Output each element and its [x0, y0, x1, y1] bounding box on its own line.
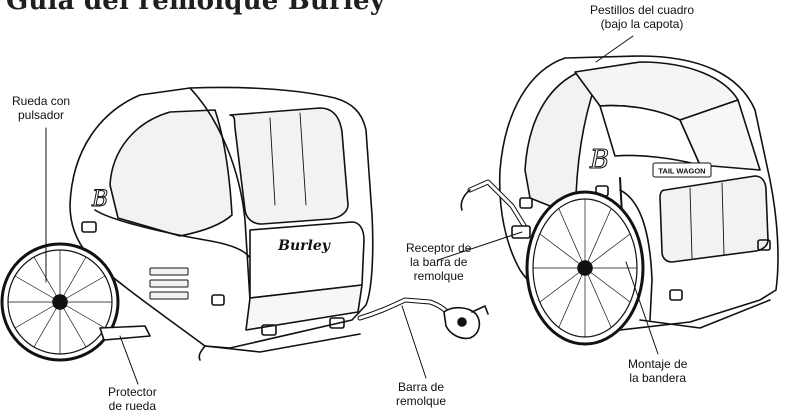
- left-wheel-guard: [99, 325, 151, 341]
- leader-lines: [45, 35, 659, 385]
- left-trailer-rear-window: [229, 107, 349, 225]
- label-wheel-guard: Protector de rueda: [108, 385, 157, 413]
- right-trailer: TAIL WAGON: [460, 55, 779, 346]
- right-trailer-rear-window: [659, 175, 769, 263]
- label-tow-bar: Barra de remolque: [396, 380, 447, 408]
- svg-text:B: B: [91, 187, 108, 212]
- right-wheel: [525, 190, 645, 346]
- label-push-button-wheel: Rueda con pulsador: [12, 94, 71, 122]
- left-trailer-side-window: [109, 109, 233, 237]
- leader-flag-mount: [625, 261, 659, 355]
- burley-logo: Burley: [277, 238, 331, 254]
- svg-text:B: B: [589, 145, 609, 175]
- label-frame-latches: Pestillos del cuadro (bajo la capota): [590, 3, 695, 31]
- leader-frame-latches: [595, 35, 634, 63]
- left-wheel: [0, 242, 120, 362]
- leader-wheel-guard: [119, 335, 139, 385]
- leader-hitch-receiver: [437, 231, 523, 261]
- left-tow-bar: [357, 297, 455, 321]
- leader-tow-bar: [401, 305, 427, 379]
- left-trailer: [0, 86, 489, 362]
- label-flag-mount: Montaje de la bandera: [628, 357, 688, 385]
- page-title: Guía del remolque Burley: [6, 0, 386, 16]
- label-hitch-receiver: Receptor de la barra de remolque: [406, 241, 472, 283]
- tail-wagon-badge: TAIL WAGON: [658, 167, 705, 176]
